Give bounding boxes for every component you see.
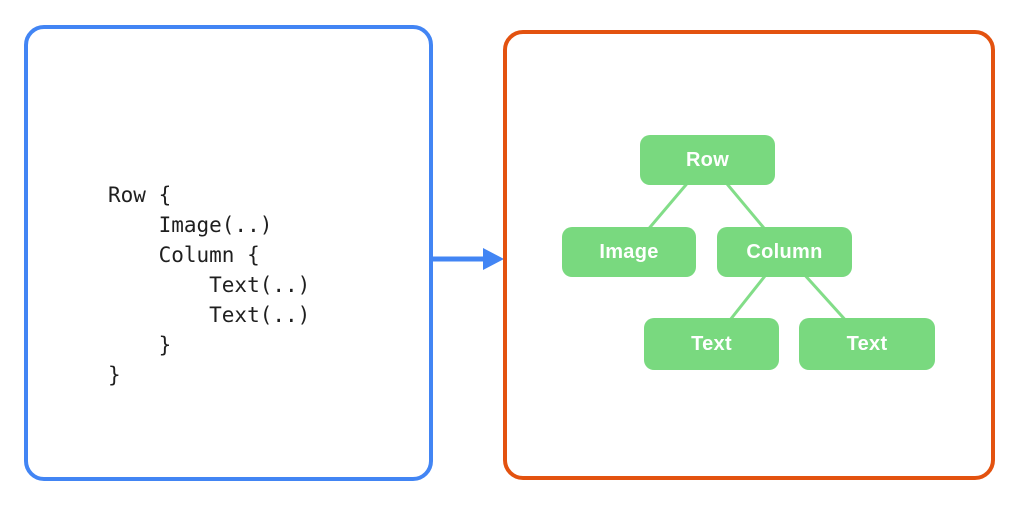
right-arrow-icon (432, 248, 504, 270)
tree-node-text-1: Text (644, 318, 779, 370)
tree-node-image: Image (562, 227, 696, 277)
tree-node-label: Text (691, 332, 732, 355)
code-panel: Row { Image(..) Column { Text(..) Text(.… (24, 25, 433, 481)
tree-node-label: Column (746, 240, 823, 263)
tree-node-text-2: Text (799, 318, 935, 370)
tree-node-label: Text (846, 332, 888, 355)
compose-code-snippet: Row { Image(..) Column { Text(..) Text(.… (108, 183, 311, 387)
tree-panel: Row Image Column Text Text (503, 30, 995, 480)
tree-layer: Row Image Column Text Text (503, 30, 995, 480)
tree-node-row: Row (640, 135, 775, 185)
tree-node-label: Image (599, 240, 659, 263)
tree-node-label: Row (685, 148, 730, 171)
tree-node-column: Column (717, 227, 852, 277)
